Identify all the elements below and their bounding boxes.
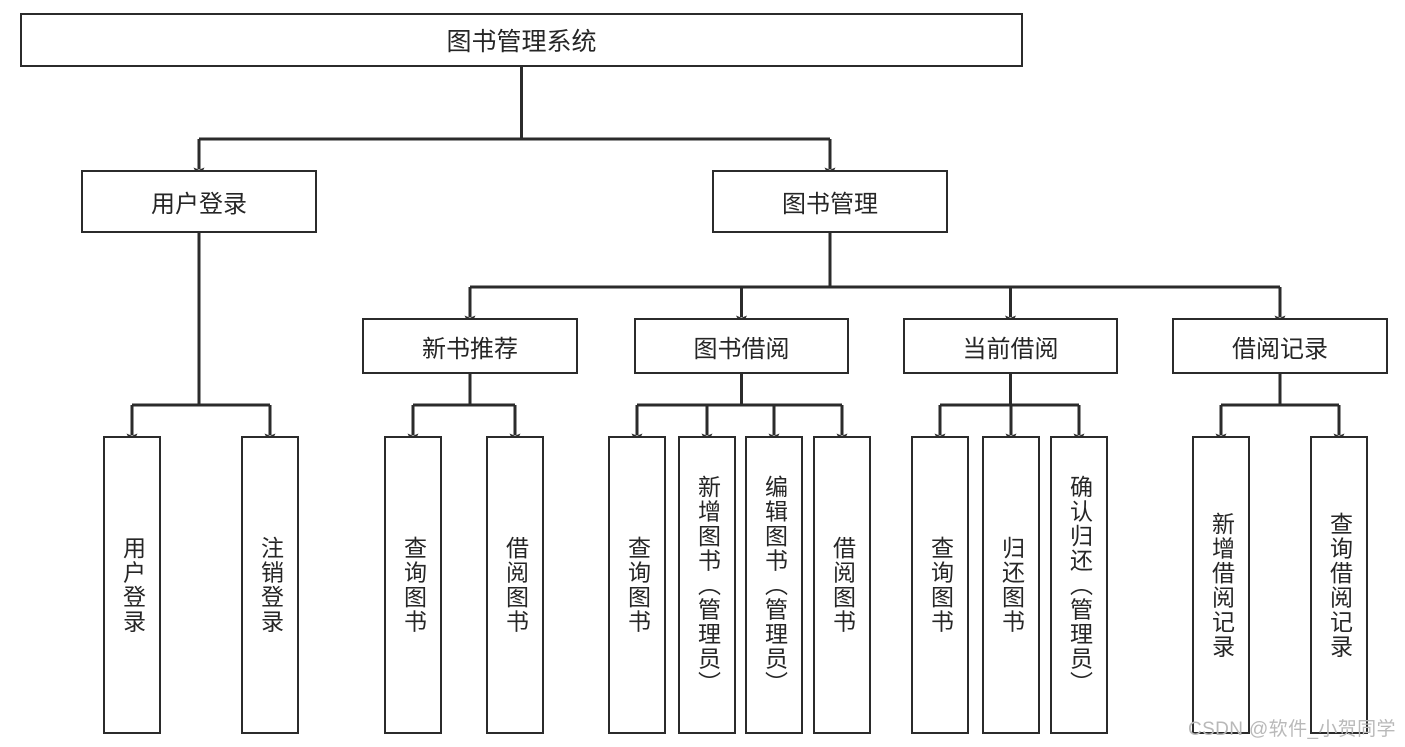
node-current-borrow[interactable]: 当前借阅 — [903, 318, 1118, 374]
node-leaf-logout[interactable]: 注销登录 — [241, 436, 299, 734]
node-label: 查询图书 — [624, 536, 651, 634]
node-label: 用户登录 — [119, 536, 146, 634]
node-label: 新书推荐 — [422, 335, 518, 363]
node-leaf-add-book-admin[interactable]: 新增图书（管理员） — [678, 436, 736, 734]
node-label: 图书借阅 — [693, 335, 790, 363]
node-leaf-query-borrow-record[interactable]: 查询借阅记录 — [1310, 436, 1368, 734]
node-leaf-user-login[interactable]: 用户登录 — [103, 436, 161, 734]
node-label: 新增借阅记录 — [1208, 511, 1235, 659]
node-leaf-query-book-3[interactable]: 查询图书 — [911, 436, 969, 734]
watermark-text: CSDN @软件_小贺同学 — [1188, 719, 1396, 740]
node-leaf-confirm-return-admin[interactable]: 确认归还（管理员） — [1050, 436, 1108, 734]
node-borrow-record[interactable]: 借阅记录 — [1172, 318, 1388, 374]
node-label: 借阅图书 — [829, 536, 856, 634]
node-label: 图书管理系统 — [446, 28, 597, 56]
connector-group — [126, 67, 1345, 445]
node-new-book-recommend[interactable]: 新书推荐 — [362, 318, 578, 374]
node-leaf-query-book-1[interactable]: 查询图书 — [384, 436, 442, 734]
node-leaf-return-book[interactable]: 归还图书 — [982, 436, 1040, 734]
node-leaf-edit-book-admin[interactable]: 编辑图书（管理员） — [745, 436, 803, 734]
node-label: 确认归还（管理员） — [1066, 475, 1093, 695]
node-label: 新增图书（管理员） — [694, 475, 721, 695]
node-book-borrow[interactable]: 图书借阅 — [634, 318, 849, 374]
node-label: 用户登录 — [151, 191, 247, 218]
node-label: 查询图书 — [927, 536, 954, 634]
node-leaf-borrow-book-2[interactable]: 借阅图书 — [813, 436, 871, 734]
node-root[interactable]: 图书管理系统 — [20, 13, 1023, 67]
node-label: 查询图书 — [400, 536, 427, 634]
node-label: 当前借阅 — [962, 335, 1059, 363]
node-book-management[interactable]: 图书管理 — [712, 170, 948, 233]
node-label: 归还图书 — [998, 536, 1025, 634]
node-user-login[interactable]: 用户登录 — [81, 170, 317, 233]
node-label: 查询借阅记录 — [1326, 511, 1353, 659]
node-label: 图书管理 — [782, 191, 878, 218]
node-label: 编辑图书（管理员） — [761, 475, 788, 695]
node-leaf-borrow-book-1[interactable]: 借阅图书 — [486, 436, 544, 734]
node-label: 借阅记录 — [1232, 335, 1328, 363]
node-leaf-add-borrow-record[interactable]: 新增借阅记录 — [1192, 436, 1250, 734]
node-leaf-query-book-2[interactable]: 查询图书 — [608, 436, 666, 734]
node-label: 注销登录 — [257, 536, 284, 634]
node-label: 借阅图书 — [502, 536, 529, 634]
